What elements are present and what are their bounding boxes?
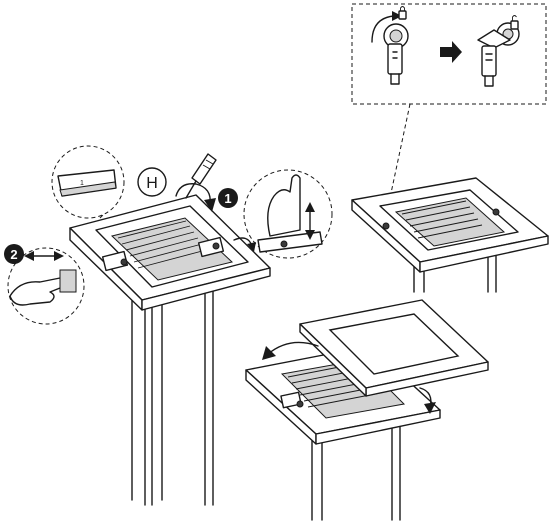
left-stand [69,194,271,506]
clip-detail-callout [243,169,333,259]
tool-size-label: H [146,175,158,192]
screwdriver-icon [185,153,217,199]
step-2-number: 2 [10,247,17,262]
rotate-arrow-icon [371,15,395,43]
key-icon [383,23,409,85]
rotate-arrow-icon [175,183,211,205]
step-1-number: 1 [224,191,231,206]
step-2-badge: 2 [4,244,24,264]
tool-size-badge: H [137,167,167,197]
front-cover-frame [299,299,489,397]
padlock-open-icon [510,15,519,30]
hand-icon [9,277,64,306]
right-arrow-icon [440,41,462,63]
padlock-icon [398,6,407,20]
key-unlock-detail [351,3,547,105]
rotate-arrow-head-icon [392,11,402,21]
right-top-stand [351,177,549,293]
rotate-arrow-icon [267,341,319,355]
step-1-badge: 1 [218,188,238,208]
hand-icon [267,174,301,237]
edge-detail-number: 1 [80,180,84,187]
edge-detail-callout: 1 [51,145,125,219]
latch-detail-callout [7,247,85,325]
